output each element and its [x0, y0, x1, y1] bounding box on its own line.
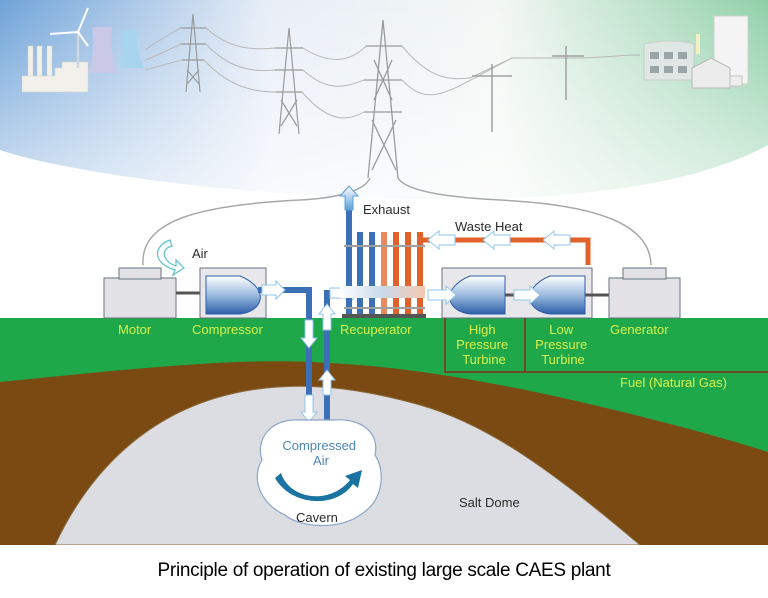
- power-lines: [144, 27, 641, 119]
- waste-heat-pipe: [420, 237, 591, 265]
- motor: [103, 267, 177, 319]
- compressor-label: Compressor: [192, 322, 263, 337]
- generator: [608, 267, 681, 319]
- turbine-flow-arrows: [427, 284, 541, 306]
- waste-heat-arrows: [427, 229, 571, 251]
- sky-background: [0, 0, 768, 200]
- salt-dome-label: Salt Dome: [459, 495, 520, 510]
- exhaust-label: Exhaust: [363, 202, 410, 217]
- air-label: Air: [192, 246, 209, 261]
- cooling-tower-icon: [88, 27, 144, 73]
- caes-diagram: Air Exhaust Waste Heat Motor Compressor …: [0, 0, 768, 545]
- fuel-line: [444, 318, 768, 373]
- motor-label: Motor: [118, 322, 152, 337]
- utility-pole-icon: [472, 46, 584, 132]
- hp-turbine-label: High Pressure Turbine: [456, 322, 512, 367]
- compressed-air-label: Compressed Air: [282, 438, 359, 468]
- wind-turbine-icon: [49, 7, 89, 68]
- lp-turbine-label: Low Pressure Turbine: [535, 322, 591, 367]
- transmission-tower-icon: [364, 19, 402, 179]
- fuel-label: Fuel (Natural Gas): [620, 375, 727, 390]
- grid-cables: [142, 177, 652, 266]
- cavern: [256, 419, 382, 527]
- figure-caption: Principle of operation of existing large…: [157, 560, 611, 581]
- cavern-label: Cavern: [296, 510, 338, 525]
- buildings-icon: [643, 15, 749, 89]
- exhaust-arrow: [338, 185, 360, 211]
- recuperator-label: Recuperator: [340, 322, 412, 337]
- circulation-arrow-icon: [275, 470, 362, 502]
- compressor: [199, 267, 267, 319]
- waste-heat-label: Waste Heat: [455, 219, 523, 234]
- transmission-tower-icon: [180, 13, 206, 93]
- recuperator: [340, 205, 426, 318]
- power-plant-icon: [21, 45, 89, 93]
- transmission-tower-icon: [275, 27, 303, 135]
- air-intake-arrow: [156, 239, 185, 277]
- generator-label: Generator: [610, 322, 669, 337]
